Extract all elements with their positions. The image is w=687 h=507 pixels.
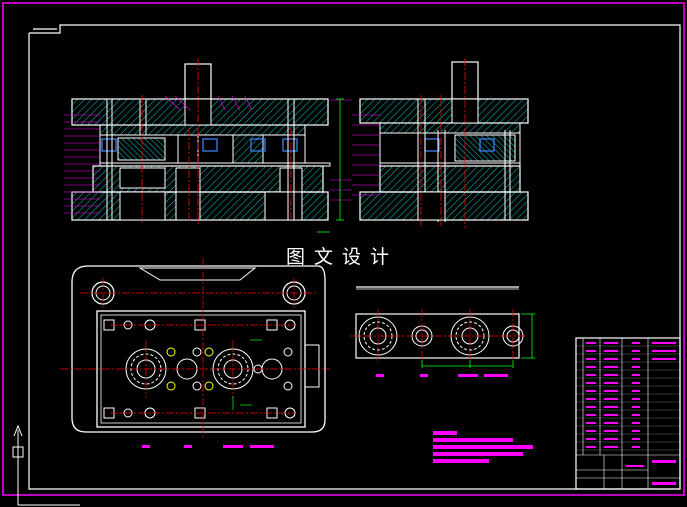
parts-list-table <box>575 337 681 490</box>
front-section-view <box>64 58 352 233</box>
plan-view <box>60 258 330 448</box>
strip-layout-view <box>350 286 535 377</box>
drawing-frame <box>28 24 681 490</box>
outer-border <box>2 2 685 496</box>
ucs-axis-icon <box>12 424 80 506</box>
side-section-view <box>352 58 529 228</box>
technical-notes <box>433 431 533 463</box>
watermark-text: 图文设计 <box>286 246 399 268</box>
